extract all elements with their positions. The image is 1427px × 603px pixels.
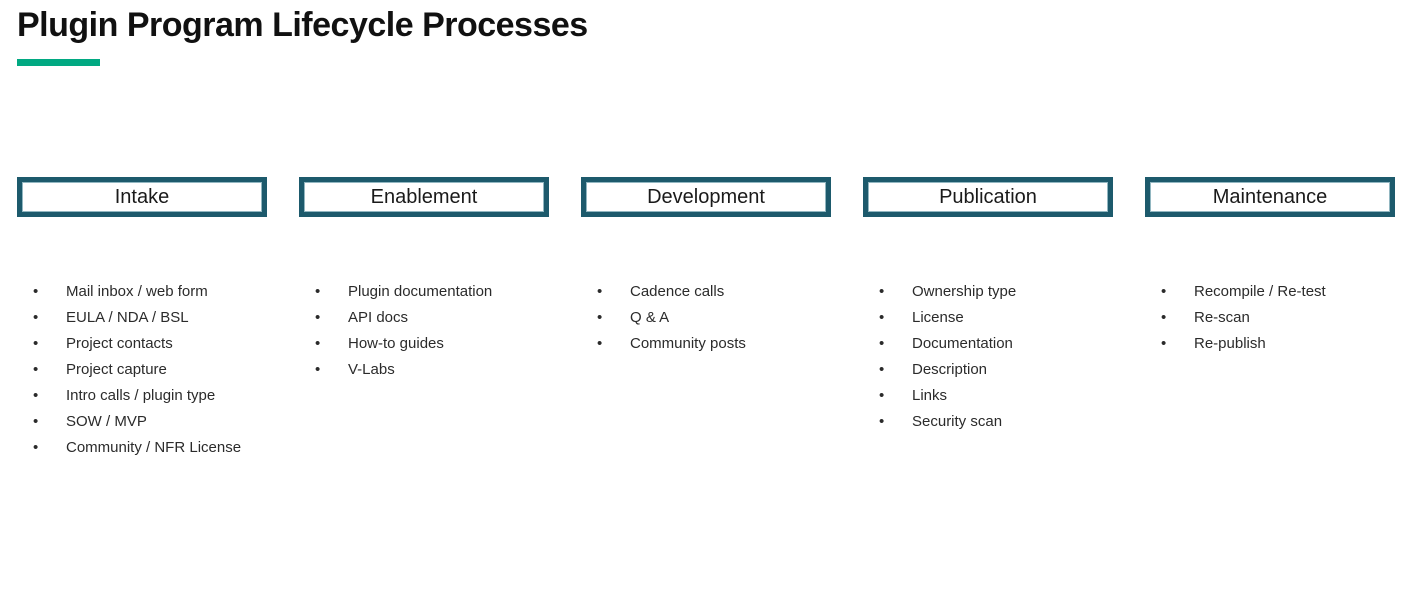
list-item: Links — [863, 383, 1113, 409]
stage-header-box-intake: Intake — [17, 177, 267, 217]
stage-header-box-enablement: Enablement — [299, 177, 549, 217]
list-item: SOW / MVP — [17, 409, 267, 435]
list-item: Cadence calls — [581, 279, 831, 305]
list-item: Re-scan — [1145, 305, 1395, 331]
list-item: API docs — [299, 305, 549, 331]
stage-item-list-publication: Ownership type License Documentation Des… — [863, 279, 1113, 435]
list-item: Community posts — [581, 331, 831, 357]
lifecycle-stage-row: Intake Mail inbox / web form EULA / NDA … — [17, 177, 1395, 461]
list-item: Re-publish — [1145, 331, 1395, 357]
stage-column-enablement: Enablement Plugin documentation API docs… — [299, 177, 549, 461]
stage-header-label: Maintenance — [1212, 185, 1328, 208]
list-item: Project contacts — [17, 331, 267, 357]
list-item: Community / NFR License — [17, 435, 267, 461]
stage-item-list-maintenance: Recompile / Re-test Re-scan Re-publish — [1145, 279, 1395, 357]
stage-header-box-maintenance: Maintenance — [1145, 177, 1395, 217]
stage-item-list-enablement: Plugin documentation API docs How-to gui… — [299, 279, 549, 383]
list-item: Ownership type — [863, 279, 1113, 305]
stage-column-development: Development Cadence calls Q & A Communit… — [581, 177, 831, 461]
list-item: Description — [863, 357, 1113, 383]
list-item: V-Labs — [299, 357, 549, 383]
stage-item-list-intake: Mail inbox / web form EULA / NDA / BSL P… — [17, 279, 267, 461]
stage-header-box-development: Development — [581, 177, 831, 217]
list-item: Security scan — [863, 409, 1113, 435]
stage-column-intake: Intake Mail inbox / web form EULA / NDA … — [17, 177, 267, 461]
page-title: Plugin Program Lifecycle Processes — [17, 6, 588, 44]
list-item: How-to guides — [299, 331, 549, 357]
stage-column-publication: Publication Ownership type License Docum… — [863, 177, 1113, 461]
list-item: Plugin documentation — [299, 279, 549, 305]
list-item: License — [863, 305, 1113, 331]
stage-header-label: Enablement — [370, 185, 478, 208]
stage-header-box-publication: Publication — [863, 177, 1113, 217]
stage-item-list-development: Cadence calls Q & A Community posts — [581, 279, 831, 357]
title-underline-bar — [17, 59, 100, 66]
stage-column-maintenance: Maintenance Recompile / Re-test Re-scan … — [1145, 177, 1395, 461]
list-item: Mail inbox / web form — [17, 279, 267, 305]
list-item: Recompile / Re-test — [1145, 279, 1395, 305]
list-item: Documentation — [863, 331, 1113, 357]
list-item: Project capture — [17, 357, 267, 383]
list-item: EULA / NDA / BSL — [17, 305, 267, 331]
stage-header-label: Development — [647, 185, 765, 208]
stage-header-label: Publication — [939, 185, 1037, 208]
stage-header-label: Intake — [114, 185, 170, 208]
list-item: Q & A — [581, 305, 831, 331]
list-item: Intro calls / plugin type — [17, 383, 267, 409]
